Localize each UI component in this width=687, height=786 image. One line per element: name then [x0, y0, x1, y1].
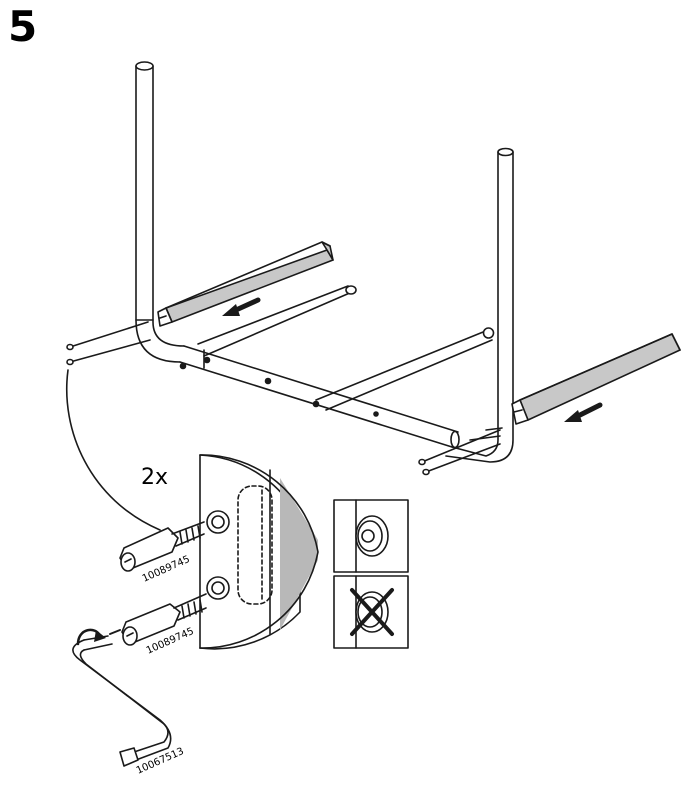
cross-bar-front: [315, 327, 495, 411]
bolt-lower: [121, 593, 207, 646]
right-frame-post: [445, 147, 514, 463]
incorrect-example-panel: [333, 575, 409, 649]
bottom-frame-bar: [179, 345, 460, 449]
correct-example-panel: [333, 499, 409, 573]
right-side-rail: [511, 333, 681, 425]
magnified-detail: [199, 454, 319, 650]
step-number: 5: [8, 2, 38, 51]
left-frame-post: [135, 61, 185, 363]
quantity-label: 2x: [141, 465, 168, 490]
detail-leader-line: [66, 369, 161, 531]
right-rail-arrow: [564, 402, 603, 422]
left-side-rail: [157, 241, 334, 327]
rotation-arrow-icon: [76, 628, 106, 646]
small-bolts-left: [66, 321, 151, 366]
cross-bar-back: [197, 285, 357, 357]
small-bolts-right: [418, 429, 501, 476]
left-rail-arrow: [222, 297, 261, 316]
allen-key: [72, 629, 172, 767]
bolt-upper: [119, 521, 205, 572]
